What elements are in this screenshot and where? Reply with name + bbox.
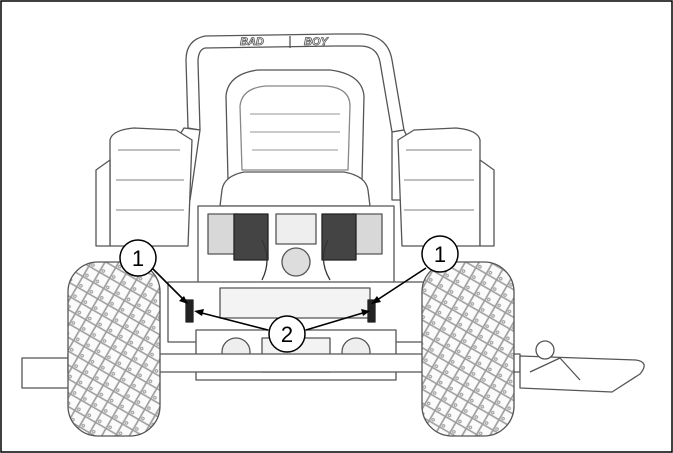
callout-left-1 bbox=[119, 239, 157, 277]
deck-left-end bbox=[21, 357, 71, 389]
callout-right-1 bbox=[421, 235, 459, 273]
right-rear-wheel bbox=[421, 261, 515, 437]
left-rear-wheel bbox=[67, 261, 161, 437]
mower-drawing: BAD BOY bbox=[21, 33, 645, 437]
callout-center-2-label: 2 bbox=[281, 322, 293, 347]
brand-text-right: BOY bbox=[304, 36, 330, 48]
deck-discharge-chute bbox=[519, 355, 645, 393]
callout-left-1-label: 1 bbox=[132, 246, 144, 271]
seat-cushion bbox=[219, 171, 371, 207]
left-fender bbox=[109, 127, 193, 247]
right-fender bbox=[397, 127, 481, 247]
brand-text-left: BAD bbox=[240, 36, 264, 48]
callout-right-1-label: 1 bbox=[434, 242, 446, 267]
left-hitch-pin bbox=[185, 299, 194, 323]
callout-center-2 bbox=[268, 315, 306, 353]
callouts: 1 1 2 bbox=[119, 235, 459, 353]
